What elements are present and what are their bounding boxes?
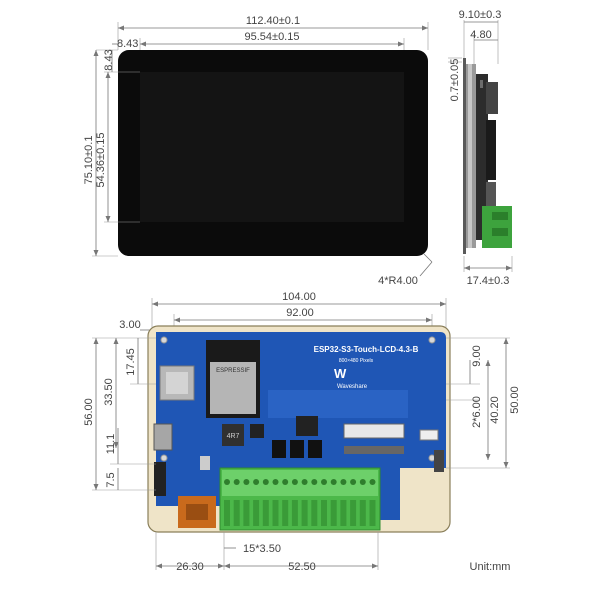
terminal-screw <box>291 479 298 485</box>
terminal-pin <box>291 500 298 526</box>
side-depth-total-label: 9.10±0.3 <box>459 9 502 21</box>
terminal-screw <box>224 479 230 485</box>
terminal-pin <box>272 500 279 526</box>
front-width-active-label: 95.54±0.15 <box>245 31 300 43</box>
terminal-pin <box>340 500 347 526</box>
inductor-label: 4R7 <box>227 433 240 440</box>
board-right-50-label: 50.00 <box>509 386 521 414</box>
front-height-total-label: 75.10±0.1 <box>83 136 95 185</box>
board-height-17-label: 17.45 <box>125 348 137 376</box>
terminal-pitch-label: 15*3.50 <box>243 543 281 555</box>
pin-header-left <box>154 462 166 496</box>
board-bottom-terminal-label: 52.50 <box>288 561 316 573</box>
terminal-screw <box>253 479 260 485</box>
terminal-screw <box>321 479 327 485</box>
board-width-holes-label: 92.00 <box>286 307 314 319</box>
board-right-9-label: 9.00 <box>471 345 483 366</box>
terminal-pin <box>301 500 308 526</box>
mount-hole-3 <box>160 454 168 462</box>
pcb-traces <box>268 390 408 418</box>
terminal-screw <box>311 479 318 485</box>
terminal-block <box>219 467 381 531</box>
board-view: 104.00 92.00 3.00 ESPRESSIF ESP32-S3-Tou… <box>83 291 521 573</box>
terminal-screw <box>350 479 357 485</box>
side-glass <box>463 58 466 254</box>
terminal-screw <box>301 479 308 485</box>
terminal-pin <box>369 500 376 526</box>
side-pcb <box>476 74 488 240</box>
header-connector <box>419 429 439 441</box>
terminal-pin <box>224 500 230 526</box>
terminal-pin <box>282 500 289 526</box>
board-right-40-label: 40.20 <box>489 396 501 424</box>
side-glass-label: 0.7±0.05 <box>449 59 461 102</box>
board-height-total-label: 56.00 <box>83 398 95 426</box>
corner-radius-label: 4*R4.00 <box>378 275 418 287</box>
ic-chip-1 <box>250 424 264 438</box>
board-right-6-label: 2*6.00 <box>471 396 483 428</box>
terminal-screw <box>262 479 269 485</box>
ic-chip-3 <box>290 440 304 458</box>
terminal-screw <box>340 479 347 485</box>
waveshare-logo-icon: W <box>334 366 347 381</box>
board-height-11-label: 11.1 <box>105 434 117 455</box>
terminal-pin <box>311 500 318 526</box>
terminal-pin <box>330 500 337 526</box>
terminal-pin <box>350 500 357 526</box>
ic-chip-5 <box>296 416 318 436</box>
usb-c-port <box>153 423 173 451</box>
front-view: 112.40±0.1 95.54±0.15 8.43 8.43 75.10±0.… <box>83 15 433 287</box>
ic-chip-4 <box>308 440 322 458</box>
terminal-pin <box>321 500 327 526</box>
board-height-7-label: 7.5 <box>105 472 117 487</box>
terminal-screw <box>233 479 240 485</box>
terminal-screw <box>369 479 376 485</box>
terminal-pin <box>233 500 240 526</box>
board-hole-offset-label: 3.00 <box>119 319 140 331</box>
front-height-active-label: 54.36±0.15 <box>95 133 107 188</box>
board-subtitle: 800×480 Pixels <box>339 358 374 364</box>
side-depth-panel-label: 4.80 <box>470 29 491 41</box>
mount-hole-2 <box>428 336 436 344</box>
front-left-border-label: 8.43 <box>117 38 138 50</box>
terminal-pin <box>359 500 366 526</box>
lcd-active-area <box>140 72 404 222</box>
switch <box>434 450 444 472</box>
board-title: ESP32-S3-Touch-LCD-4.3-B <box>314 345 419 354</box>
terminal-screw <box>272 479 279 485</box>
terminal-pin <box>243 500 250 526</box>
ic-chip-2 <box>272 440 286 458</box>
side-view: 9.10±0.3 4.80 0.7±0.05 17.4±0.3 <box>448 9 513 287</box>
front-width-total-label: 112.40±0.1 <box>246 15 300 27</box>
mount-hole-1 <box>160 336 168 344</box>
board-bottom-left-label: 26.30 <box>176 561 204 573</box>
terminal-screw <box>282 479 289 485</box>
svg-text:W: W <box>334 366 347 381</box>
fpc-connector <box>343 423 405 439</box>
unit-label: Unit:mm <box>470 561 511 573</box>
esp32-module-label: ESPRESSIF <box>216 368 250 374</box>
side-bottom-depth-label: 17.4±0.3 <box>467 275 510 287</box>
side-connector <box>486 82 498 114</box>
front-top-border-label: 8.43 <box>103 49 115 70</box>
board-height-33-label: 33.50 <box>103 378 115 406</box>
terminal-pin <box>253 500 260 526</box>
terminal-pin <box>262 500 269 526</box>
terminal-screw <box>330 479 337 485</box>
board-width-total-label: 104.00 <box>282 291 316 303</box>
brand-label: Waveshare <box>337 384 368 390</box>
terminal-screw <box>243 479 250 485</box>
inductor <box>222 424 244 446</box>
terminal-screw <box>359 479 366 485</box>
